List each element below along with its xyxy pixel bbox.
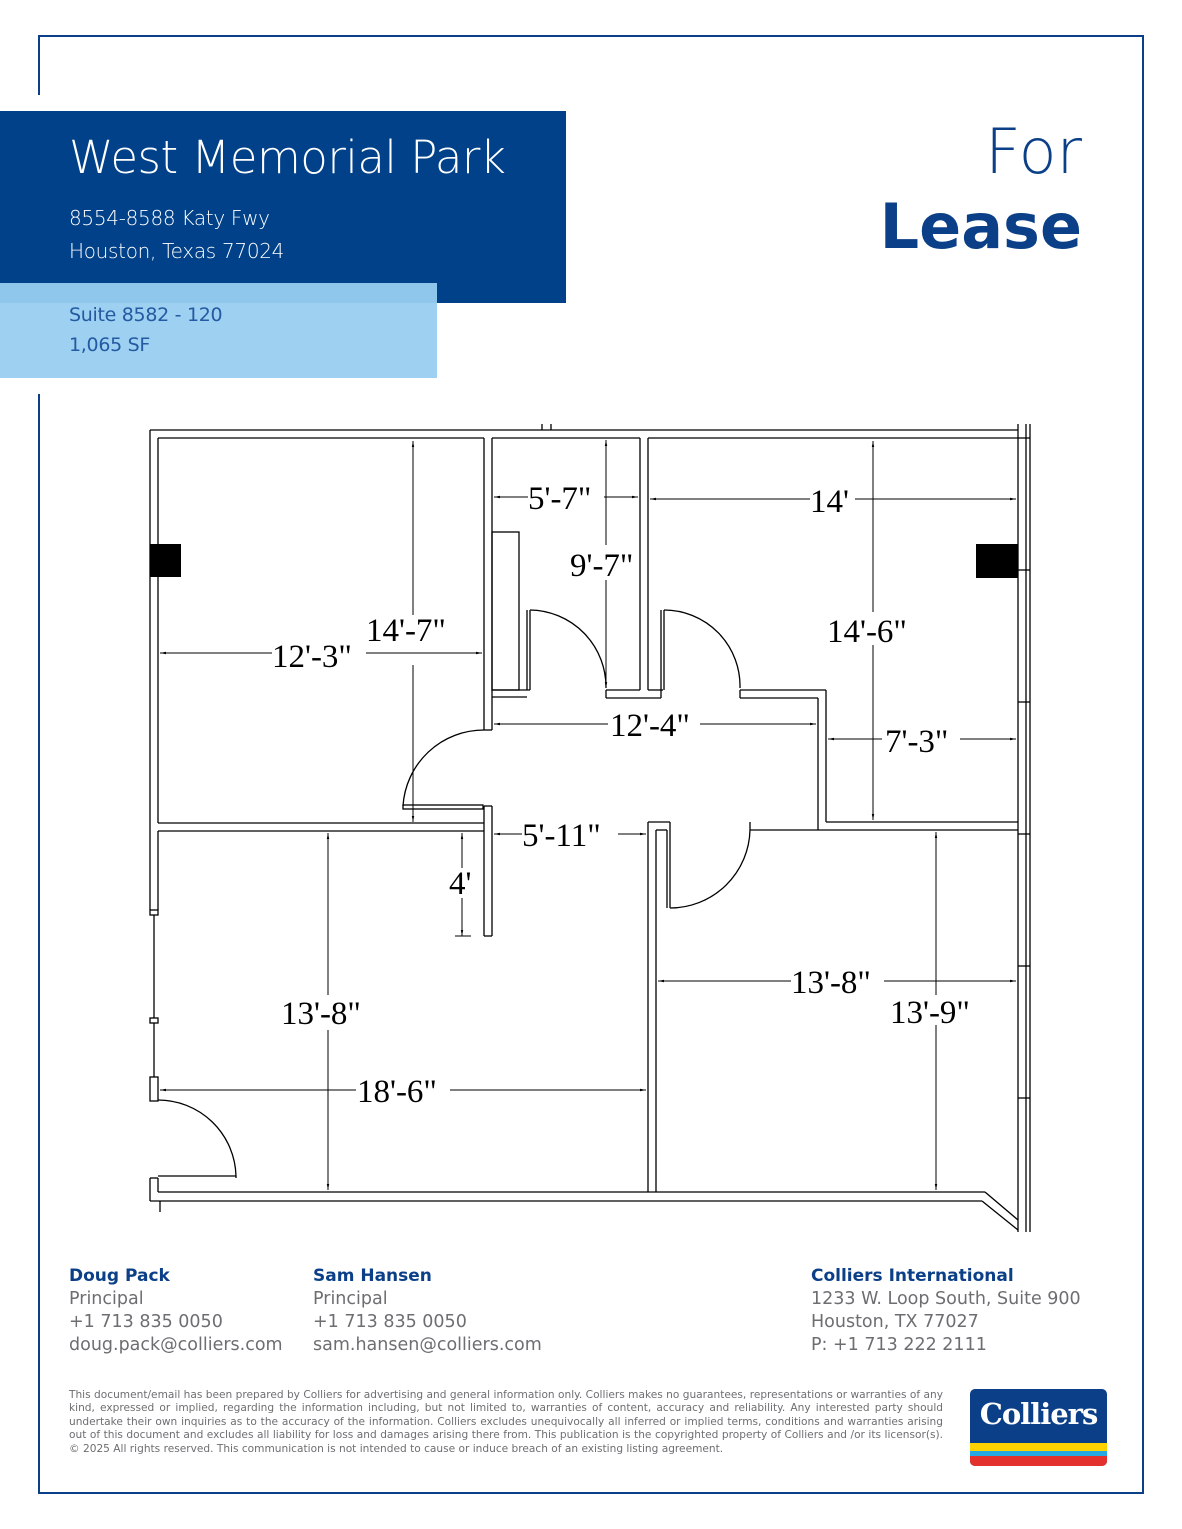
page-frame-bottom: [38, 1492, 1144, 1494]
company-phone[interactable]: P: +1 713 222 2111: [811, 1335, 987, 1355]
company-address-line1: 1233 W. Loop South, Suite 900: [811, 1289, 1081, 1309]
colliers-logo: Colliers: [970, 1389, 1107, 1466]
suite-size: 1,065 SF: [69, 334, 151, 356]
company-info: Colliers International 1233 W. Loop Sout…: [811, 1265, 1081, 1357]
contact-doug-pack: Doug Pack Principal +1 713 835 0050 doug…: [69, 1265, 283, 1357]
page-frame-left-top: [38, 35, 40, 95]
banner-overlap: [0, 283, 437, 303]
company-address-line2: Houston, TX 77027: [811, 1312, 979, 1332]
property-address-line2: Houston, Texas 77024: [69, 239, 285, 263]
status-lease: Lease: [879, 190, 1082, 263]
contact-sam-hansen: Sam Hansen Principal +1 713 835 0050 sam…: [313, 1265, 542, 1357]
dim-label: 7'-3": [885, 724, 948, 760]
walls: [149, 424, 1031, 1232]
contact-phone[interactable]: +1 713 835 0050: [69, 1312, 223, 1332]
property-address-line1: 8554-8588 Katy Fwy: [69, 206, 270, 230]
dim-label: 12'-4": [610, 708, 690, 744]
column-east: [976, 544, 1018, 578]
dim-label: 13'-9": [890, 995, 970, 1031]
dim-label: 5'-11": [522, 818, 601, 854]
page-frame-top: [38, 35, 1144, 37]
logo-stripe-yellow: [970, 1443, 1107, 1451]
dim-label: 4': [449, 866, 471, 902]
contact-email[interactable]: sam.hansen@colliers.com: [313, 1335, 542, 1355]
dim-label: 14'-7": [366, 613, 446, 649]
page-frame-left-bottom: [38, 394, 40, 1494]
dim-label: 5'-7": [528, 481, 591, 517]
company-name: Colliers International: [811, 1266, 1014, 1286]
page-frame-right: [1142, 35, 1144, 1494]
title-banner: [0, 111, 566, 303]
dim-label: 13'-8": [791, 965, 871, 1001]
suite-number: Suite 8582 - 120: [69, 304, 223, 326]
dim-label: 14'-6": [827, 614, 907, 650]
logo-stripe-cyan: [970, 1451, 1107, 1456]
column-west: [150, 544, 181, 577]
suite-banner: [0, 283, 437, 378]
dim-label: 12'-3": [272, 639, 352, 675]
status-for: For: [985, 115, 1082, 188]
contact-email[interactable]: doug.pack@colliers.com: [69, 1335, 283, 1355]
contact-title: Principal: [69, 1289, 144, 1309]
dim-label: 9'-7": [570, 548, 633, 584]
logo-wordmark: Colliers: [979, 1397, 1099, 1431]
contact-phone[interactable]: +1 713 835 0050: [313, 1312, 467, 1332]
property-name: West Memorial Park: [69, 131, 506, 184]
contact-name: Doug Pack: [69, 1266, 170, 1286]
legal-disclaimer: This document/email has been prepared by…: [69, 1389, 943, 1455]
contact-title: Principal: [313, 1289, 388, 1309]
dim-label: 13'-8": [281, 996, 361, 1032]
dim-label: 18'-6": [357, 1074, 437, 1110]
contact-name: Sam Hansen: [313, 1266, 432, 1286]
dimension-lines: [160, 440, 1016, 1190]
logo-stripe-red: [970, 1456, 1107, 1466]
dim-label: 14': [810, 484, 849, 520]
